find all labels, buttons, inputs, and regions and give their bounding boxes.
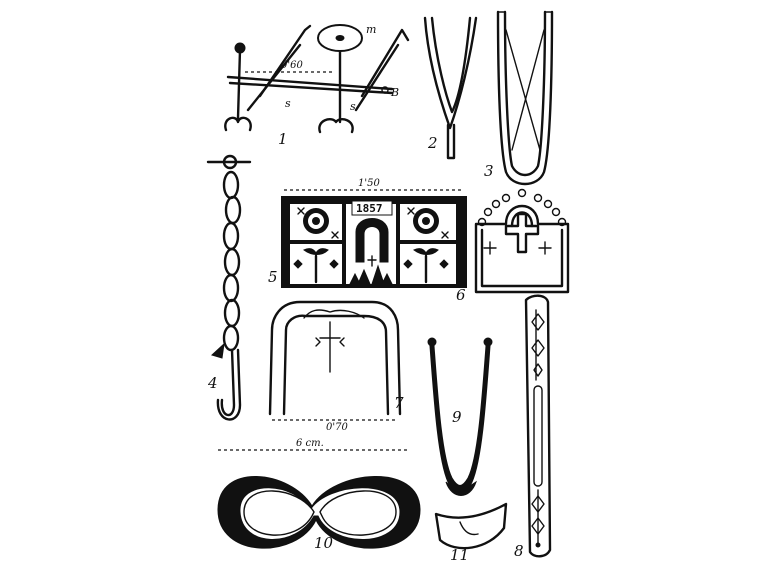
figure-2-number: 2	[427, 134, 438, 152]
figure-4-chain-hook: 4	[206, 154, 252, 421]
figure-1-letter-s-right: s	[350, 100, 356, 113]
figure-7-cross-cushion: 0'70 7	[268, 300, 404, 433]
figure-5-date: 1857	[356, 202, 383, 215]
figure-1-measure: 0'60	[281, 60, 303, 71]
figure-6-number: 6	[456, 286, 466, 304]
figure-11-crescent-piece: 11	[434, 502, 508, 564]
figure-7-measure: 0'70	[326, 422, 348, 433]
figure-5-embroidered-panel: 1'50 1857 5	[268, 178, 467, 288]
figure-8-number: 8	[514, 542, 524, 560]
figure-10-measure: 6 cm.	[296, 438, 324, 449]
figure-3-number: 3	[484, 162, 494, 180]
figure-1-number: 1	[278, 130, 288, 148]
figure-7-number: 7	[394, 394, 404, 412]
figure-6-cross-cloth: 6	[456, 188, 570, 304]
figure-5-measure: 1'50	[358, 178, 380, 189]
figure-1-letter-m: m	[366, 23, 376, 36]
figure-4-number: 4	[207, 374, 218, 392]
figure-1-letter-b: B	[390, 86, 399, 99]
figure-9-number: 9	[452, 408, 462, 426]
figure-10-double-hoop: 6 cm. 10	[217, 438, 421, 552]
figure-9-u-tongs: 9	[427, 337, 493, 496]
figure-5-number: 5	[268, 268, 278, 286]
figure-1-letter-s-left: s	[285, 97, 291, 110]
figure-11-number: 11	[450, 546, 469, 564]
figure-8-decorated-board: 8	[514, 294, 552, 560]
figure-2-forked-stick: 2	[423, 16, 478, 160]
figure-10-number: 10	[314, 534, 334, 552]
figure-3-tongs: 3	[484, 10, 554, 186]
figure-1-trivet: 0'60 m s s B 1	[224, 23, 410, 148]
